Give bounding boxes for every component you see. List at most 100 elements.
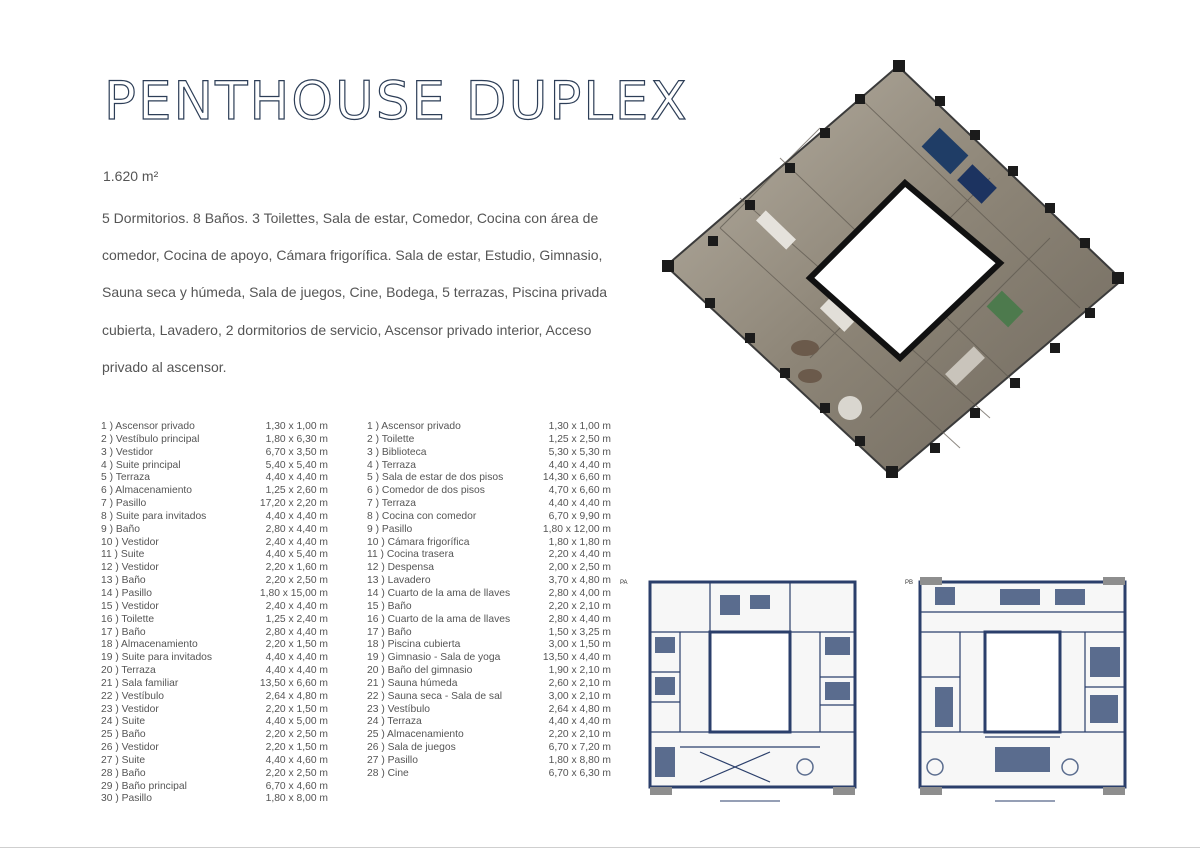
room-dimensions: 4,40 x 4,40 m xyxy=(548,498,611,510)
room-dimensions: 2,20 x 1,50 m xyxy=(265,703,328,715)
room-label: 2 ) Vestíbulo principal xyxy=(101,433,200,445)
room-dimensions: 2,64 x 4,80 m xyxy=(265,690,328,702)
room-dimensions: 17,20 x 2,20 m xyxy=(259,498,328,510)
room-label: 16 ) Cuarto de la ama de llaves xyxy=(367,613,511,625)
room-dimensions: 4,40 x 5,00 m xyxy=(265,716,328,728)
room-label: 16 ) Toilette xyxy=(101,613,155,625)
room-list-item: 20 ) Terraza 4,40 x 4,40 m xyxy=(101,665,328,678)
room-label: 24 ) Suite xyxy=(101,716,146,728)
room-label: 30 ) Pasillo xyxy=(101,793,152,805)
room-list-item: 27 ) Pasillo 1,80 x 8,80 m xyxy=(367,755,611,768)
room-list-item: 10 ) Vestidor 2,40 x 4,40 m xyxy=(101,537,328,550)
room-label: 4 ) Suite principal xyxy=(101,459,181,471)
room-label: 6 ) Almacenamiento xyxy=(101,485,193,497)
room-dimensions: 2,20 x 2,10 m xyxy=(548,729,611,741)
room-dimensions: 4,70 x 6,60 m xyxy=(548,485,611,497)
room-label: 4 ) Terraza xyxy=(367,459,417,471)
room-label: 28 ) Baño xyxy=(101,767,146,779)
room-dimensions: 1,80 x 8,80 m xyxy=(548,754,611,766)
room-label: 3 ) Biblioteca xyxy=(367,446,427,458)
room-list-item: 11 ) Suite 4,40 x 5,40 m xyxy=(101,549,328,562)
room-label: 22 ) Sauna seca - Sala de sal xyxy=(367,690,503,702)
room-dimensions: 3,00 x 2,10 m xyxy=(548,690,611,702)
room-dimensions: 2,80 x 4,00 m xyxy=(548,587,611,599)
room-dimensions: 2,20 x 1,50 m xyxy=(265,639,328,651)
room-dimensions: 4,40 x 4,40 m xyxy=(548,716,611,728)
room-dimensions: 1,25 x 2,40 m xyxy=(265,613,328,625)
room-label: 8 ) Cocina con comedor xyxy=(367,510,477,522)
room-label: 18 ) Piscina cubierta xyxy=(367,639,461,651)
floor-plan-upper: PB xyxy=(905,577,1145,807)
room-dimensions: 4,40 x 4,40 m xyxy=(265,665,328,677)
room-label: 11 ) Suite xyxy=(101,549,145,561)
room-list-item: 25 ) Almacenamiento 2,20 x 2,10 m xyxy=(367,729,611,742)
room-dimensions: 2,80 x 4,40 m xyxy=(265,626,328,638)
room-label: 8 ) Suite para invitados xyxy=(101,510,207,522)
room-dimensions: 3,00 x 1,50 m xyxy=(548,639,611,651)
room-label: 10 ) Vestidor xyxy=(101,536,159,548)
room-dimensions: 2,20 x 2,50 m xyxy=(265,575,328,587)
footer-divider xyxy=(0,847,1200,848)
room-list-item: 16 ) Toilette 1,25 x 2,40 m xyxy=(101,614,328,627)
property-description: 5 Dormitorios. 8 Baños. 3 Toilettes, Sal… xyxy=(102,210,608,375)
room-dimensions: 1,80 x 1,80 m xyxy=(548,536,611,548)
room-label: 25 ) Almacenamiento xyxy=(367,729,464,741)
room-dimensions: 1,80 x 8,00 m xyxy=(265,793,328,805)
room-dimensions: 1,30 x 1,00 m xyxy=(548,421,611,432)
room-dimensions: 13,50 x 6,60 m xyxy=(259,677,328,689)
floor-plan-lower: PA xyxy=(620,577,860,807)
room-dimensions: 4,40 x 4,40 m xyxy=(265,472,328,484)
room-label: 1 ) Ascensor privado xyxy=(101,421,195,432)
room-list-item: 18 ) Piscina cubierta 3,00 x 1,50 m xyxy=(367,639,611,652)
room-label: 27 ) Pasillo xyxy=(367,754,418,766)
room-label: 28 ) Cine xyxy=(367,767,409,779)
room-dimensions: 4,40 x 5,40 m xyxy=(265,549,328,561)
room-dimensions: 2,80 x 4,40 m xyxy=(265,523,328,535)
room-dimensions: 6,70 x 9,90 m xyxy=(548,510,611,522)
room-list-item: 7 ) Pasillo 17,20 x 2,20 m xyxy=(101,498,328,511)
room-label: 20 ) Baño del gimnasio xyxy=(367,665,473,677)
room-label: 13 ) Baño xyxy=(101,575,146,587)
room-dimensions: 4,40 x 4,40 m xyxy=(265,652,328,664)
room-dimensions: 2,00 x 2,50 m xyxy=(548,562,611,574)
room-label: 9 ) Baño xyxy=(101,523,140,535)
room-label: 18 ) Almacenamiento xyxy=(101,639,198,651)
room-dimensions: 14,30 x 6,60 m xyxy=(542,472,611,484)
room-dimensions: 1,80 x 15,00 m xyxy=(259,587,328,599)
room-list-item: 8 ) Cocina con comedor 6,70 x 9,90 m xyxy=(367,511,611,524)
room-dimensions: 3,70 x 4,80 m xyxy=(548,575,611,587)
room-label: 26 ) Vestidor xyxy=(101,742,159,754)
room-label: 7 ) Pasillo xyxy=(101,498,147,510)
room-label: 12 ) Vestidor xyxy=(101,562,159,574)
room-dimensions: 1,50 x 3,25 m xyxy=(548,626,611,638)
room-dimensions: 2,20 x 2,50 m xyxy=(265,767,328,779)
room-dimensions: 2,60 x 2,10 m xyxy=(548,677,611,689)
room-label: 15 ) Vestidor xyxy=(101,600,159,612)
room-label: 27 ) Suite xyxy=(101,754,146,766)
room-label: 20 ) Terraza xyxy=(101,665,156,677)
room-label: 25 ) Baño xyxy=(101,729,146,741)
room-dimensions: 2,40 x 4,40 m xyxy=(265,536,328,548)
floor-plan-upper-tag: PB xyxy=(905,580,914,586)
